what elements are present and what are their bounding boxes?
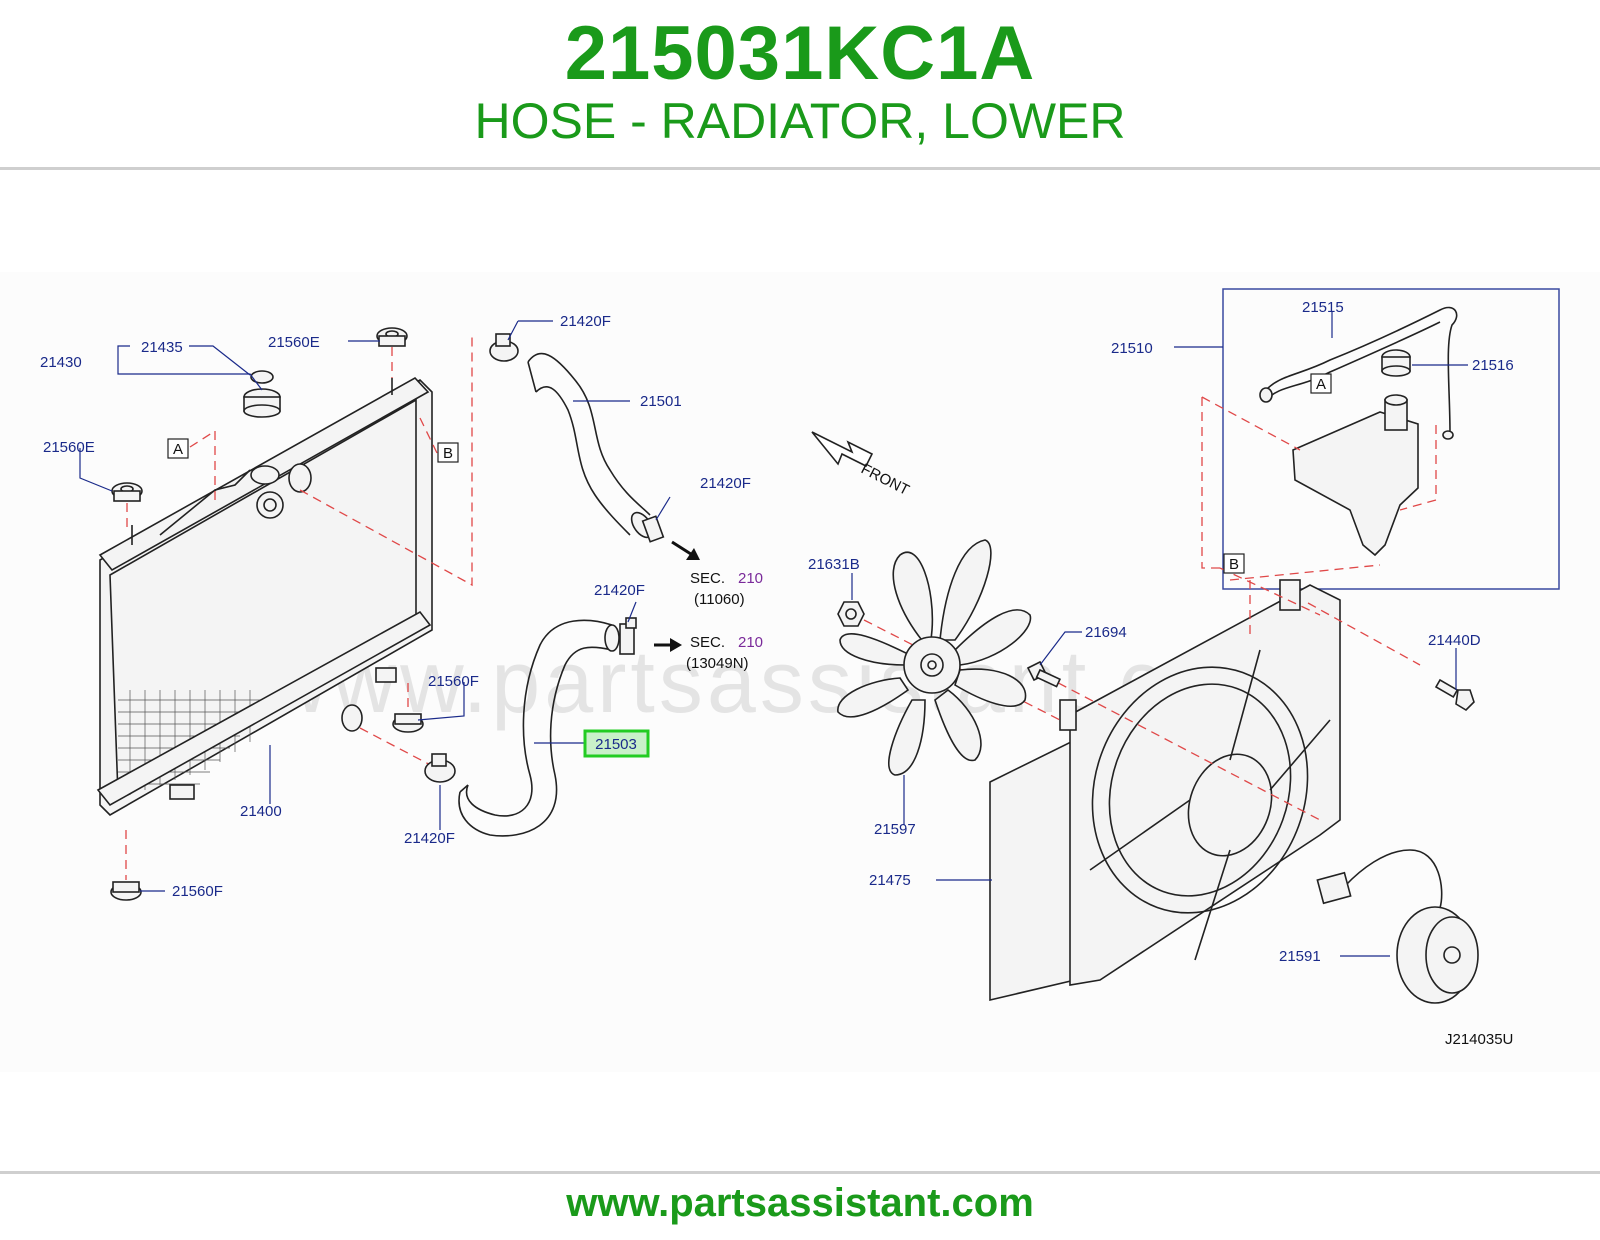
svg-text:210: 210 — [738, 570, 763, 587]
section-arrow-upper-head — [686, 548, 700, 560]
part-name-subtitle: HOSE - RADIATOR, LOWER — [474, 93, 1126, 149]
hose-clamp-upper — [489, 333, 519, 362]
callout-21510: 21510 — [1111, 340, 1153, 357]
footer-divider — [0, 1171, 1600, 1174]
cap-seal — [250, 370, 274, 384]
front-direction-arrow — [811, 431, 874, 468]
dash-line — [1201, 397, 1220, 569]
callout-21420f-bottom: 21420F — [404, 830, 455, 847]
dash-line — [299, 333, 473, 587]
callout-21440d: 21440D — [1428, 632, 1481, 649]
callout-21516: 21516 — [1472, 357, 1514, 374]
footer-website-link[interactable]: www.partsassistant.com — [566, 1181, 1034, 1225]
fan-shroud — [989, 579, 1341, 1002]
reservoir-hose — [1259, 306, 1458, 440]
svg-text:SEC.: SEC. — [690, 570, 725, 587]
mount-bushing-top — [376, 327, 408, 347]
lower-hose — [458, 619, 620, 837]
svg-text:(11060): (11060) — [694, 591, 745, 608]
svg-text:B: B — [1229, 556, 1239, 573]
part-number-title: 215031KC1A — [564, 11, 1036, 96]
section-arrow-lower-head — [670, 638, 682, 652]
radiator-assembly — [96, 376, 433, 816]
mount-bushing-left — [111, 482, 143, 502]
mount-bushing-mid — [392, 713, 424, 733]
reservoir-tank — [1292, 394, 1419, 557]
hose-clamp-lower-bottom — [424, 753, 456, 783]
callout-21430: 21430 — [40, 354, 82, 371]
section-ref-upper: SEC. 210 (11060) — [690, 570, 763, 608]
svg-text:B: B — [443, 445, 453, 462]
callout-21560e-top: 21560E — [268, 334, 320, 351]
callout-21560f-mid: 21560F — [428, 673, 479, 690]
dash-line — [419, 417, 438, 454]
dash-line — [1399, 425, 1437, 511]
callout-21597: 21597 — [874, 821, 916, 838]
highlight-21503[interactable]: 21503 — [583, 729, 650, 758]
reservoir-cap — [1381, 349, 1411, 377]
svg-text:(13049N): (13049N) — [686, 655, 749, 672]
ref-marker-b-left: B — [437, 442, 459, 463]
ref-marker-a-right: A — [1310, 373, 1332, 394]
callout-21501: 21501 — [640, 393, 682, 410]
callout-21420f-mid: 21420F — [700, 475, 751, 492]
shroud-bolt — [1026, 660, 1062, 688]
upper-hose — [527, 352, 654, 539]
callout-21694: 21694 — [1085, 624, 1127, 641]
section-ref-lower: SEC. 210 (13049N) — [686, 634, 763, 672]
radiator-cap — [243, 388, 281, 418]
callout-21515: 21515 — [1302, 299, 1344, 316]
shroud-bolt-right — [1434, 678, 1475, 712]
dash-line — [1307, 602, 1421, 666]
svg-text:A: A — [1316, 376, 1326, 393]
callout-21475: 21475 — [869, 872, 911, 889]
svg-text:210: 210 — [738, 634, 763, 651]
hose-clamp-lower-top — [619, 617, 637, 655]
drawing-code: J214035U — [1445, 1031, 1513, 1048]
callout-21503: 21503 — [595, 736, 637, 753]
dash-line — [1201, 396, 1301, 451]
svg-text:A: A — [173, 441, 183, 458]
leader-lines — [79, 312, 1468, 957]
cooling-fan — [837, 539, 1032, 776]
callout-21400: 21400 — [240, 803, 282, 820]
ref-marker-a-left: A — [167, 438, 189, 459]
hose-clamp-upper-end — [641, 515, 665, 543]
fan-nut — [837, 601, 865, 627]
header-divider — [0, 167, 1600, 170]
dash-line — [189, 430, 216, 448]
mount-bushing-bottom — [110, 881, 142, 901]
svg-text:SEC.: SEC. — [690, 634, 725, 651]
callout-21420f-low: 21420F — [594, 582, 645, 599]
callout-21631b: 21631B — [808, 556, 860, 573]
reservoir-kit-box — [1222, 288, 1560, 590]
ref-marker-b-right: B — [1223, 553, 1245, 574]
dash-line — [1229, 564, 1381, 581]
fan-motor — [1316, 849, 1479, 1004]
dash-line — [359, 727, 441, 771]
callout-21435: 21435 — [141, 339, 183, 356]
callout-21591: 21591 — [1279, 948, 1321, 965]
callout-21560e-left: 21560E — [43, 439, 95, 456]
callout-21420f-top: 21420F — [560, 313, 611, 330]
dash-line — [1219, 567, 1321, 616]
dash-line — [1044, 675, 1321, 821]
callout-21560f-bottom: 21560F — [172, 883, 223, 900]
